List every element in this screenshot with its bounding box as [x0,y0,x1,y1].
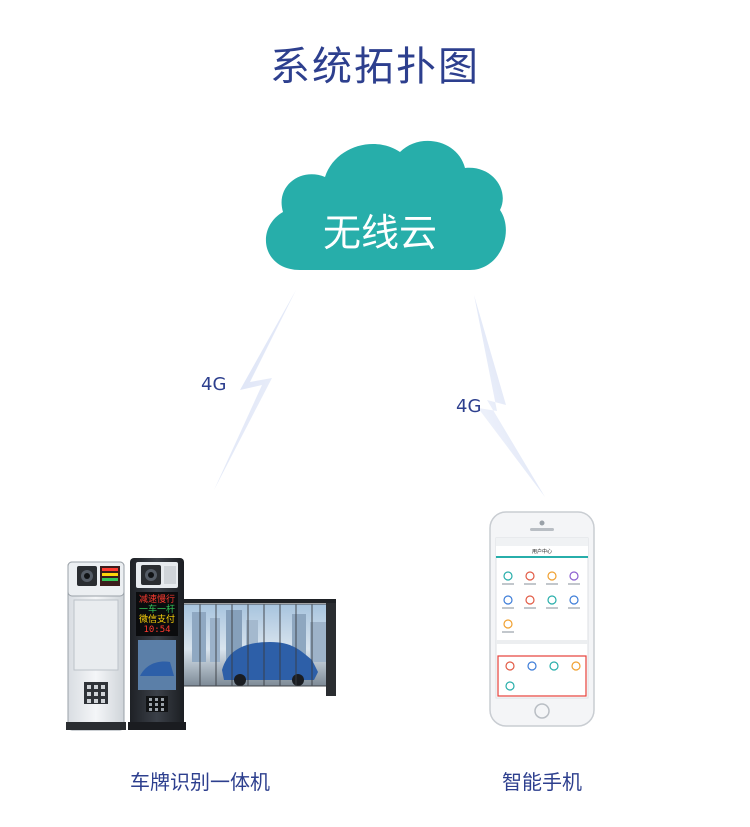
cloud-shape [265,140,506,270]
left-link-label: 4G [201,374,227,395]
cloud-icon [265,140,506,270]
right-link-label: 4G [456,396,482,417]
highlight-box [497,655,587,697]
led-line-3: 微信支付 [139,613,175,625]
cloud-label: 无线云 [323,211,437,255]
right-lightning-icon [474,295,545,497]
led-line-4: 10:54 [143,625,170,635]
page-title: 系统拓扑图 [270,44,480,90]
led-display [136,592,178,636]
led-line-2: 一车一杆 [139,603,175,615]
home-button [534,703,550,719]
camera-unit-illustration [66,558,336,731]
camera-unit-label: 车牌识别一体机 [130,770,270,794]
phone-screen-title: 用户中心 [532,548,552,555]
smartphone-illustration [489,511,595,727]
phone-label: 智能手机 [502,770,582,794]
led-line-1: 减速慢行 [139,593,175,605]
